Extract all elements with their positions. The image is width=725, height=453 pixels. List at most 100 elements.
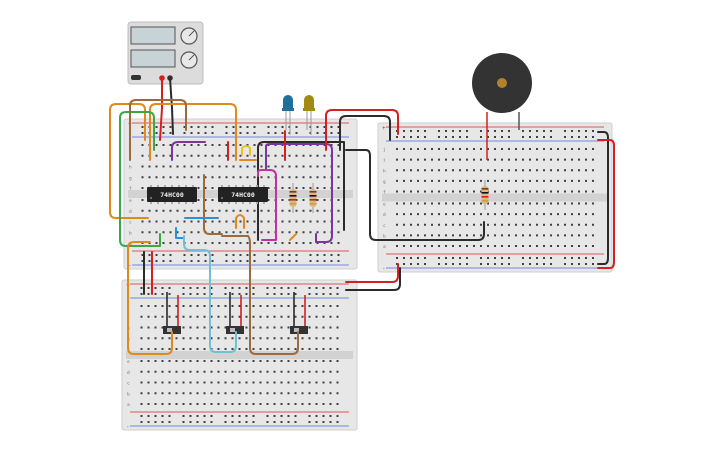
terminal-hole[interactable] — [217, 403, 220, 405]
terminal-hole[interactable] — [431, 158, 433, 161]
terminal-hole[interactable] — [396, 158, 398, 161]
rail-hole[interactable] — [147, 287, 150, 289]
terminal-hole[interactable] — [508, 158, 510, 161]
terminal-hole[interactable] — [550, 223, 552, 226]
terminal-hole[interactable] — [322, 348, 325, 350]
terminal-hole[interactable] — [168, 370, 171, 373]
terminal-hole[interactable] — [224, 403, 227, 405]
terminal-hole[interactable] — [466, 213, 468, 216]
terminal-hole[interactable] — [522, 213, 524, 216]
terminal-hole[interactable] — [403, 245, 405, 247]
terminal-hole[interactable] — [267, 231, 270, 234]
terminal-hole[interactable] — [330, 242, 333, 244]
terminal-hole[interactable] — [508, 223, 510, 226]
terminal-hole[interactable] — [239, 209, 242, 212]
terminal-hole[interactable] — [487, 179, 489, 182]
terminal-hole[interactable] — [337, 209, 340, 212]
terminal-hole[interactable] — [515, 148, 517, 150]
rail-hole[interactable] — [287, 287, 290, 289]
rail-hole[interactable] — [274, 254, 277, 256]
terminal-hole[interactable] — [466, 158, 468, 161]
terminal-hole[interactable] — [210, 326, 213, 329]
terminal-hole[interactable] — [536, 169, 538, 172]
terminal-hole[interactable] — [155, 242, 158, 244]
terminal-hole[interactable] — [302, 165, 305, 168]
terminal-hole[interactable] — [585, 169, 587, 172]
rail-hole[interactable] — [571, 136, 573, 138]
terminal-hole[interactable] — [329, 381, 332, 384]
terminal-hole[interactable] — [543, 234, 545, 237]
terminal-hole[interactable] — [238, 315, 241, 318]
terminal-hole[interactable] — [232, 165, 235, 168]
terminal-hole[interactable] — [252, 315, 255, 318]
terminal-hole[interactable] — [329, 326, 332, 329]
terminal-hole[interactable] — [204, 165, 207, 168]
terminal-hole[interactable] — [452, 234, 454, 237]
rail-hole[interactable] — [280, 415, 283, 417]
rail-hole[interactable] — [140, 293, 143, 295]
terminal-hole[interactable] — [267, 242, 270, 244]
terminal-hole[interactable] — [210, 337, 213, 340]
terminal-hole[interactable] — [571, 158, 573, 161]
rail-hole[interactable] — [253, 260, 256, 262]
terminal-hole[interactable] — [578, 213, 580, 216]
rail-hole[interactable] — [403, 257, 405, 259]
terminal-hole[interactable] — [211, 154, 214, 157]
terminal-hole[interactable] — [301, 360, 304, 362]
rail-hole[interactable] — [315, 287, 318, 289]
rail-hole[interactable] — [564, 257, 566, 259]
terminal-hole[interactable] — [410, 213, 412, 216]
terminal-hole[interactable] — [224, 370, 227, 373]
terminal-hole[interactable] — [585, 202, 587, 205]
terminal-hole[interactable] — [294, 337, 297, 340]
rail-hole[interactable] — [154, 421, 157, 423]
rail-hole[interactable] — [592, 257, 594, 259]
terminal-hole[interactable] — [336, 326, 339, 329]
terminal-hole[interactable] — [410, 148, 412, 150]
rail-hole[interactable] — [161, 415, 164, 417]
terminal-hole[interactable] — [211, 209, 214, 212]
terminal-hole[interactable] — [203, 370, 206, 373]
terminal-hole[interactable] — [417, 234, 419, 237]
terminal-hole[interactable] — [155, 231, 158, 234]
rail-hole[interactable] — [459, 263, 461, 265]
terminal-hole[interactable] — [225, 154, 228, 157]
terminal-hole[interactable] — [315, 381, 318, 384]
terminal-hole[interactable] — [337, 154, 340, 157]
rail-hole[interactable] — [281, 254, 284, 256]
terminal-hole[interactable] — [515, 245, 517, 247]
rail-hole[interactable] — [267, 132, 270, 134]
wire-red-lower-bridge[interactable] — [345, 263, 399, 283]
rail-hole[interactable] — [147, 421, 150, 423]
terminal-hole[interactable] — [431, 245, 433, 247]
terminal-hole[interactable] — [232, 154, 235, 157]
rail-hole[interactable] — [140, 415, 143, 417]
rail-hole[interactable] — [253, 254, 256, 256]
terminal-hole[interactable] — [189, 305, 192, 307]
terminal-hole[interactable] — [410, 169, 412, 172]
terminal-hole[interactable] — [322, 326, 325, 329]
terminal-hole[interactable] — [410, 158, 412, 161]
terminal-hole[interactable] — [280, 326, 283, 329]
rail-hole[interactable] — [459, 130, 461, 132]
terminal-hole[interactable] — [480, 190, 482, 193]
terminal-hole[interactable] — [155, 165, 158, 168]
terminal-hole[interactable] — [308, 337, 311, 340]
terminal-hole[interactable] — [522, 158, 524, 161]
terminal-hole[interactable] — [155, 220, 158, 223]
terminal-hole[interactable] — [315, 305, 318, 307]
terminal-hole[interactable] — [246, 242, 249, 244]
terminal-hole[interactable] — [155, 209, 158, 212]
rail-hole[interactable] — [522, 263, 524, 265]
terminal-hole[interactable] — [557, 213, 559, 216]
resistor-1[interactable] — [289, 183, 297, 213]
rail-hole[interactable] — [445, 136, 447, 138]
terminal-hole[interactable] — [287, 337, 290, 340]
rail-hole[interactable] — [438, 130, 440, 132]
terminal-hole[interactable] — [424, 179, 426, 182]
terminal-hole[interactable] — [204, 187, 207, 189]
terminal-hole[interactable] — [459, 234, 461, 237]
wire-black-bridge[interactable] — [339, 115, 391, 151]
terminal-hole[interactable] — [515, 169, 517, 172]
terminal-hole[interactable] — [438, 179, 440, 182]
